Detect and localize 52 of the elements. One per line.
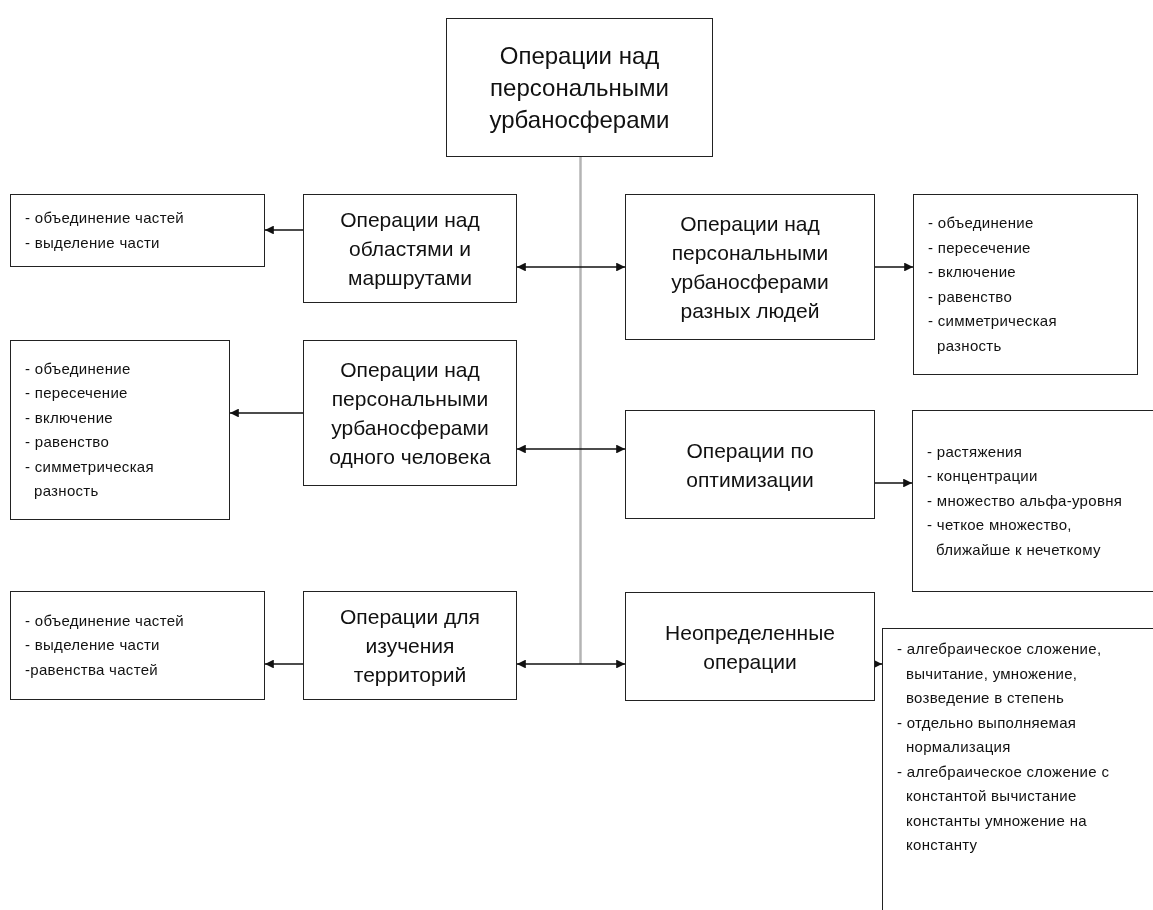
list-box bbox=[10, 340, 230, 520]
box-label: Операции по оптимизации bbox=[685, 437, 815, 493]
connector-line bbox=[579, 157, 582, 664]
list-box bbox=[913, 194, 1138, 375]
list-item: - выделение части bbox=[25, 232, 160, 253]
list-item: - выделение части bbox=[25, 635, 160, 656]
arrow bbox=[264, 225, 304, 235]
list-item: -равенства частей bbox=[25, 659, 158, 680]
list-box bbox=[10, 591, 265, 700]
list-item: - алгебраическое сложение, вычитание, умножение, возведение в степень bbox=[897, 639, 1103, 708]
box-label: Операции над персональными урбаносферами одного человека bbox=[328, 357, 492, 470]
arrow bbox=[516, 444, 626, 454]
box-label: Операции над областями и маршрутами bbox=[339, 207, 481, 291]
arrow bbox=[229, 408, 304, 418]
list-item: - равенство bbox=[928, 286, 1013, 307]
list-item: - включение bbox=[928, 262, 1016, 282]
process-box bbox=[303, 340, 517, 486]
process-box bbox=[303, 194, 517, 303]
list-item: - объединение частей bbox=[25, 610, 184, 631]
box-label: Неопределенные операции bbox=[664, 619, 836, 675]
list-item: - отдельно выполняемая нормализация bbox=[897, 712, 1078, 757]
list-item: - множество альфа-уровня bbox=[927, 490, 1123, 511]
box-label: Операции над персональными урбаносферами bbox=[488, 40, 671, 135]
list-item: - пересечение bbox=[928, 237, 1031, 258]
process-box bbox=[625, 592, 875, 701]
arrow bbox=[264, 659, 304, 669]
box-label: Операции над персональными урбаносферами разных людей bbox=[670, 211, 830, 324]
arrow bbox=[874, 478, 913, 488]
process-box bbox=[625, 194, 875, 340]
box-label: Операции для изучения территорий bbox=[339, 604, 481, 688]
list-item: - четкое множество, ближайше к нечеткому bbox=[927, 515, 1102, 560]
list-box bbox=[10, 194, 265, 267]
process-box bbox=[446, 18, 713, 157]
list-item: - концентрации bbox=[927, 466, 1038, 487]
arrow bbox=[874, 262, 914, 272]
list-item: - симметрическая разность bbox=[928, 311, 1058, 356]
list-item: - объединение частей bbox=[25, 208, 184, 228]
list-item: - алгебраическое сложение с константой вычистание константы умножение на константу bbox=[897, 761, 1111, 855]
process-box bbox=[303, 591, 517, 700]
arrow bbox=[873, 659, 883, 669]
list-box bbox=[912, 410, 1153, 592]
process-box bbox=[625, 410, 875, 519]
list-box bbox=[882, 628, 1153, 910]
arrow bbox=[516, 659, 626, 669]
arrow bbox=[516, 262, 626, 272]
list-item: - объединение bbox=[25, 358, 131, 379]
list-item: - объединение bbox=[928, 213, 1034, 233]
list-item: - включение bbox=[25, 407, 113, 428]
list-item: - пересечение bbox=[25, 383, 128, 403]
list-item: - растяжения bbox=[927, 441, 1023, 462]
list-item: - симметрическая разность bbox=[25, 456, 155, 501]
list-item: - равенство bbox=[25, 432, 110, 452]
